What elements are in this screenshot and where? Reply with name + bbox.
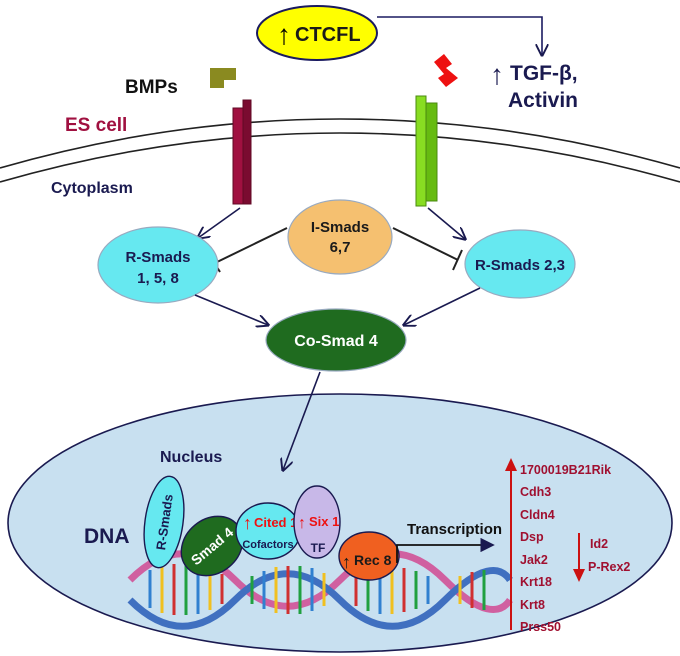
- gene-up-item: Jak2: [520, 553, 548, 567]
- cell-membrane-inner: [0, 132, 680, 183]
- cosmad-to-nucleus-arrow: [283, 371, 321, 470]
- tf-node: [293, 485, 341, 559]
- i-smads-line1: I-Smads: [311, 219, 369, 236]
- transcription-label: Transcription: [407, 521, 502, 538]
- tgf-label-line1: TGF-β,: [510, 62, 578, 85]
- dna-label: DNA: [84, 525, 130, 548]
- transcription-arrow: [396, 537, 495, 563]
- gene-up-item: Dsp: [520, 530, 544, 544]
- gene-up-item: Cldn4: [520, 508, 555, 522]
- genes-up-arrow: [505, 458, 517, 630]
- rec8-node: [338, 531, 400, 581]
- complex-r-smads: R-Smads: [143, 475, 185, 569]
- r-smads-23-label: R-Smads 2,3: [475, 257, 565, 274]
- tgf-receptor: [415, 95, 438, 207]
- co-smad-4-node: [265, 308, 407, 372]
- ismad-inhibit-left: [208, 227, 288, 273]
- gene-up-item: Krt8: [520, 598, 545, 612]
- es-cell-label: ES cell: [65, 115, 127, 136]
- ctcfl-up-arrow: ↑: [277, 19, 291, 50]
- genes-up-list: 1700019B21Rik Cdh3 Cldn4 Dsp Jak2 Krt18 …: [520, 463, 611, 634]
- tgf-ligand-icon: [434, 54, 458, 87]
- bmp-ligand-icon: [210, 68, 236, 88]
- cytoplasm-label: Cytoplasm: [51, 180, 133, 197]
- gene-up-item: 1700019B21Rik: [520, 463, 611, 477]
- rec8-label: Rec 8: [354, 552, 392, 568]
- cited-label: Cited 1: [254, 515, 297, 530]
- cited-up-arrow: ↑: [243, 513, 252, 533]
- r-smads-158-line2: 1, 5, 8: [137, 270, 179, 287]
- ismad-inhibit-right: [392, 227, 463, 271]
- tgf-up-arrow: ↑: [490, 59, 504, 90]
- gene-down-item: P-Rex2: [588, 560, 630, 574]
- nucleus-label: Nucleus: [160, 449, 222, 466]
- bmps-label: BMPs: [125, 77, 178, 98]
- bmp-to-rsmad-arrow: [198, 207, 241, 238]
- genes-down-arrow: [573, 533, 585, 582]
- rsmad-right-to-cosmad-arrow: [404, 287, 481, 325]
- rsmad-left-to-cosmad-arrow: [194, 294, 268, 325]
- co-smad-4-label: Co-Smad 4: [294, 333, 378, 350]
- cell-membrane-outer: [0, 118, 680, 169]
- bmp-receptor: [232, 99, 252, 205]
- gene-up-item: Prss50: [520, 620, 561, 634]
- ctcfl-label: CTCFL: [295, 24, 361, 46]
- ctcfl-node: [256, 5, 378, 61]
- i-smads-node: [287, 199, 393, 275]
- ctcfl-to-tgf-arrow: [377, 16, 542, 55]
- six-up-arrow: ↑: [298, 515, 306, 532]
- i-smads-line2: 6,7: [330, 239, 351, 256]
- rec8-up-arrow: ↑: [342, 552, 351, 572]
- complex-smad4: Smad 4: [180, 515, 244, 577]
- genes-down-list: Id2 P-Rex2: [588, 537, 630, 574]
- r-smads-158-node: [97, 226, 219, 304]
- gene-up-item: Krt18: [520, 575, 552, 589]
- r-smads-158-line1: R-Smads: [125, 249, 190, 266]
- gene-down-item: Id2: [590, 537, 608, 551]
- tgf-to-rsmad-arrow: [427, 207, 465, 239]
- six-label: Six 1: [309, 514, 339, 529]
- cofactors-label: Cofactors: [242, 539, 293, 551]
- gene-up-item: Cdh3: [520, 485, 551, 499]
- tf-label: TF: [311, 541, 326, 555]
- tgf-label-line2: Activin: [508, 89, 578, 112]
- r-smads-23-node: [464, 229, 576, 299]
